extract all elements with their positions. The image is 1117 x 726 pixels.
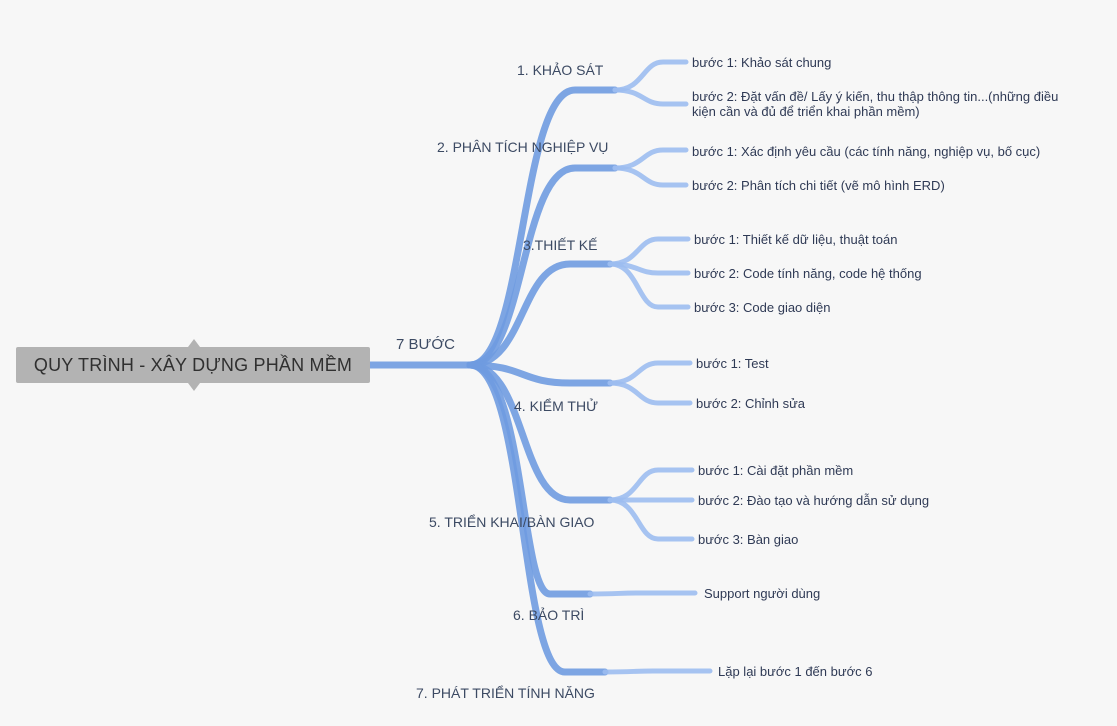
hub-label[interactable]: 7 BƯỚC — [396, 336, 456, 353]
root-node[interactable]: QUY TRÌNH - XÂY DỰNG PHẦN MỀM — [16, 339, 370, 391]
branch-7-link — [466, 361, 609, 676]
root-title: QUY TRÌNH - XÂY DỰNG PHẦN MỀM — [33, 354, 353, 375]
branch-7-label[interactable]: 7. PHÁT TRIỂN TÍNH NĂNG — [416, 685, 595, 701]
leaf-7-1[interactable]: Lặp lại bước 1 đến bước 6 — [718, 664, 873, 679]
leaf-5-3-link — [607, 497, 695, 542]
leaf-2-2[interactable]: bước 2: Phân tích chi tiết (vẽ mô hình E… — [692, 178, 945, 193]
leaf-1-2[interactable]: bước 2: Đặt vấn đề/ Lấy ý kiến, thu thập… — [692, 89, 1059, 119]
leaf-7-1-link — [602, 668, 713, 675]
leaf-6-1-link — [587, 590, 698, 597]
leaf-4-2-link — [607, 380, 693, 406]
branch-6-label[interactable]: 6. BẢO TRÌ — [513, 607, 585, 623]
leaf-3-3-link — [607, 261, 691, 310]
leaf-3-1-link — [607, 236, 691, 267]
branch-4-link — [466, 361, 614, 387]
leaf-4-2[interactable]: bước 2: Chỉnh sửa — [696, 396, 806, 411]
branch-2-label[interactable]: 2. PHÂN TÍCH NGHIỆP VỤ — [437, 139, 609, 155]
leaf-3-2[interactable]: bước 2: Code tính năng, code hệ thống — [694, 266, 922, 281]
leaf-5-1-link — [607, 467, 695, 503]
leaf-1-2-link — [612, 87, 689, 107]
branch-4-label[interactable]: 4. KIỂM THỬ — [514, 398, 599, 414]
leaf-4-1[interactable]: bước 1: Test — [696, 356, 769, 371]
leaf-5-2[interactable]: bước 2: Đào tạo và hướng dẫn sử dụng — [698, 493, 930, 508]
leaf-2-2-link — [612, 165, 689, 188]
leaf-4-1-link — [607, 360, 693, 386]
branch-2-link — [466, 164, 619, 369]
leaf-5-1[interactable]: bước 1: Cài đặt phần mềm — [698, 463, 854, 478]
leaf-2-1-link — [612, 147, 689, 171]
leaf-2-1[interactable]: bước 1: Xác định yêu cầu (các tính năng,… — [692, 144, 1041, 159]
leaf-1-1[interactable]: bước 1: Khảo sát chung — [692, 55, 832, 70]
leaf-5-3[interactable]: bước 3: Bàn giao — [698, 532, 799, 547]
branch-1-label[interactable]: 1. KHẢO SÁT — [517, 62, 604, 78]
branch-3-label[interactable]: 3.THIẾT KẾ — [523, 237, 598, 253]
branch-1-link — [466, 86, 619, 369]
leaf-3-3[interactable]: bước 3: Code giao diện — [694, 300, 831, 315]
leaf-1-1-link — [612, 59, 689, 93]
leaf-6-1[interactable]: Support người dùng — [704, 586, 821, 601]
leaf-3-1[interactable]: bước 1: Thiết kế dữ liệu, thuật toán — [694, 232, 898, 247]
branch-3-link — [466, 260, 614, 369]
branch-5-label[interactable]: 5. TRIỂN KHAI/BÀN GIAO — [429, 514, 595, 530]
